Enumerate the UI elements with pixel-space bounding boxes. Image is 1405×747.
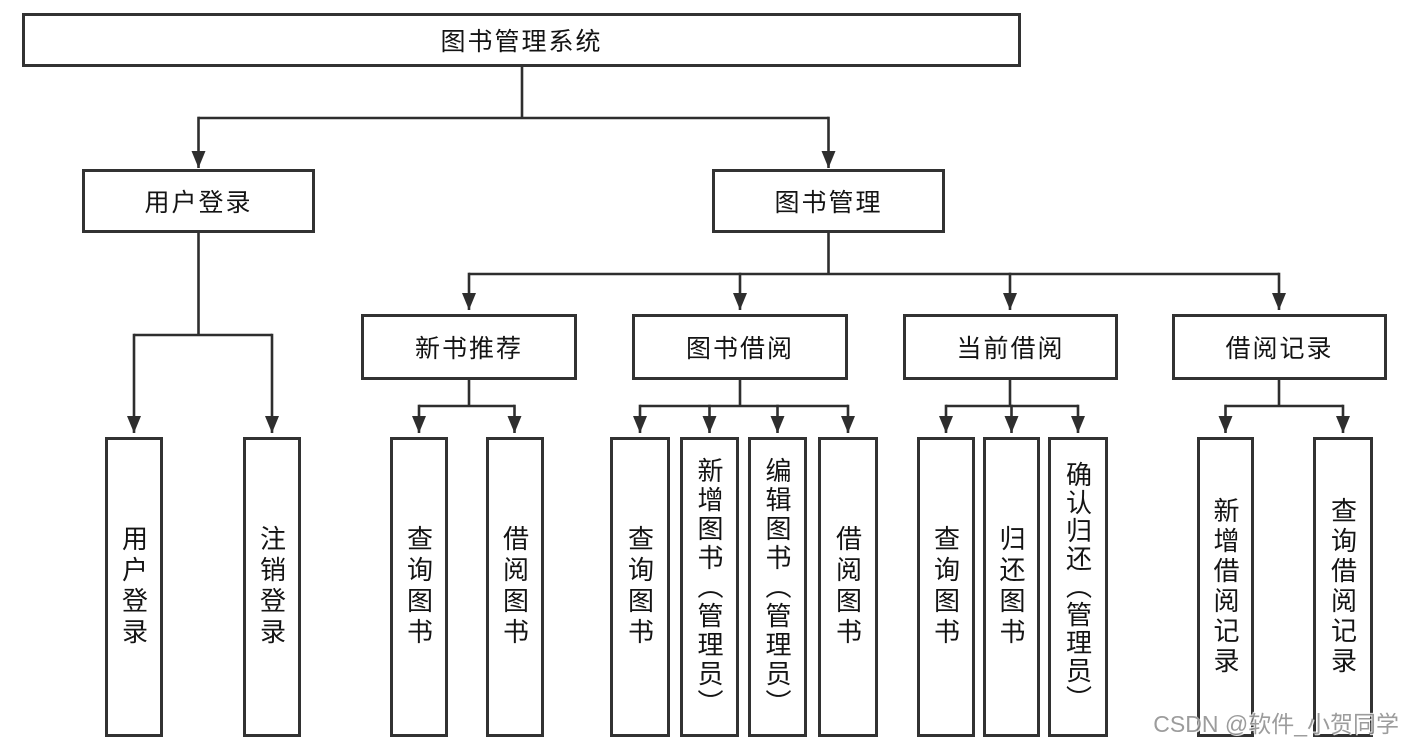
- leaf-query-borrow-record-label: 查询借阅记录: [1327, 497, 1358, 677]
- leaf-confirm-return-admin-label: 确认归还（管理员）: [1062, 461, 1093, 713]
- leaf-add-borrow-record: 新增借阅记录: [1197, 437, 1254, 737]
- leaf-return-book: 归还图书: [983, 437, 1040, 737]
- leaf-confirm-return-admin: 确认归还（管理员）: [1048, 437, 1108, 737]
- watermark: CSDN @软件_小贺同学: [1153, 711, 1399, 737]
- leaf-borrow-books-2: 借阅图书: [818, 437, 878, 737]
- leaf-query-borrow-record: 查询借阅记录: [1313, 437, 1373, 737]
- leaf-user-login-label: 用户登录: [118, 525, 149, 649]
- node-root-label: 图书管理系统: [440, 28, 603, 56]
- leaf-logout-label: 注销登录: [256, 525, 287, 649]
- leaf-query-books-2-label: 查询图书: [624, 525, 655, 649]
- node-root: 图书管理系统: [22, 13, 1021, 67]
- leaf-return-book-label: 归还图书: [996, 525, 1026, 649]
- node-book-management: 图书管理: [712, 169, 945, 233]
- node-current-borrowing-label: 当前借阅: [956, 335, 1065, 363]
- node-current-borrowing: 当前借阅: [903, 314, 1118, 380]
- leaf-edit-book-admin: 编辑图书（管理员）: [748, 437, 807, 737]
- leaf-borrow-books-1-label: 借阅图书: [499, 525, 530, 649]
- node-borrowing-records: 借阅记录: [1172, 314, 1387, 380]
- node-user-login: 用户登录: [82, 169, 315, 233]
- leaf-query-books-3: 查询图书: [917, 437, 975, 737]
- leaf-borrow-books-1: 借阅图书: [486, 437, 544, 737]
- leaf-query-books-1: 查询图书: [390, 437, 448, 737]
- node-user-login-label: 用户登录: [144, 189, 253, 217]
- node-book-borrowing-label: 图书借阅: [685, 335, 794, 363]
- leaf-query-books-2: 查询图书: [610, 437, 670, 737]
- node-book-management-label: 图书管理: [774, 189, 883, 217]
- leaf-add-book-admin-label: 新增图书（管理员）: [694, 456, 724, 718]
- node-book-borrowing: 图书借阅: [632, 314, 848, 380]
- leaf-query-books-1-label: 查询图书: [403, 525, 434, 649]
- leaf-edit-book-admin-label: 编辑图书（管理员）: [762, 456, 792, 718]
- node-new-book-recommend: 新书推荐: [361, 314, 577, 380]
- leaf-logout: 注销登录: [243, 437, 301, 737]
- leaf-add-book-admin: 新增图书（管理员）: [680, 437, 739, 737]
- leaf-borrow-books-2-label: 借阅图书: [832, 525, 863, 649]
- leaf-query-books-3-label: 查询图书: [930, 525, 961, 649]
- node-new-book-recommend-label: 新书推荐: [414, 335, 523, 363]
- leaf-user-login: 用户登录: [105, 437, 163, 737]
- leaf-add-borrow-record-label: 新增借阅记录: [1210, 497, 1240, 677]
- node-borrowing-records-label: 借阅记录: [1225, 335, 1334, 363]
